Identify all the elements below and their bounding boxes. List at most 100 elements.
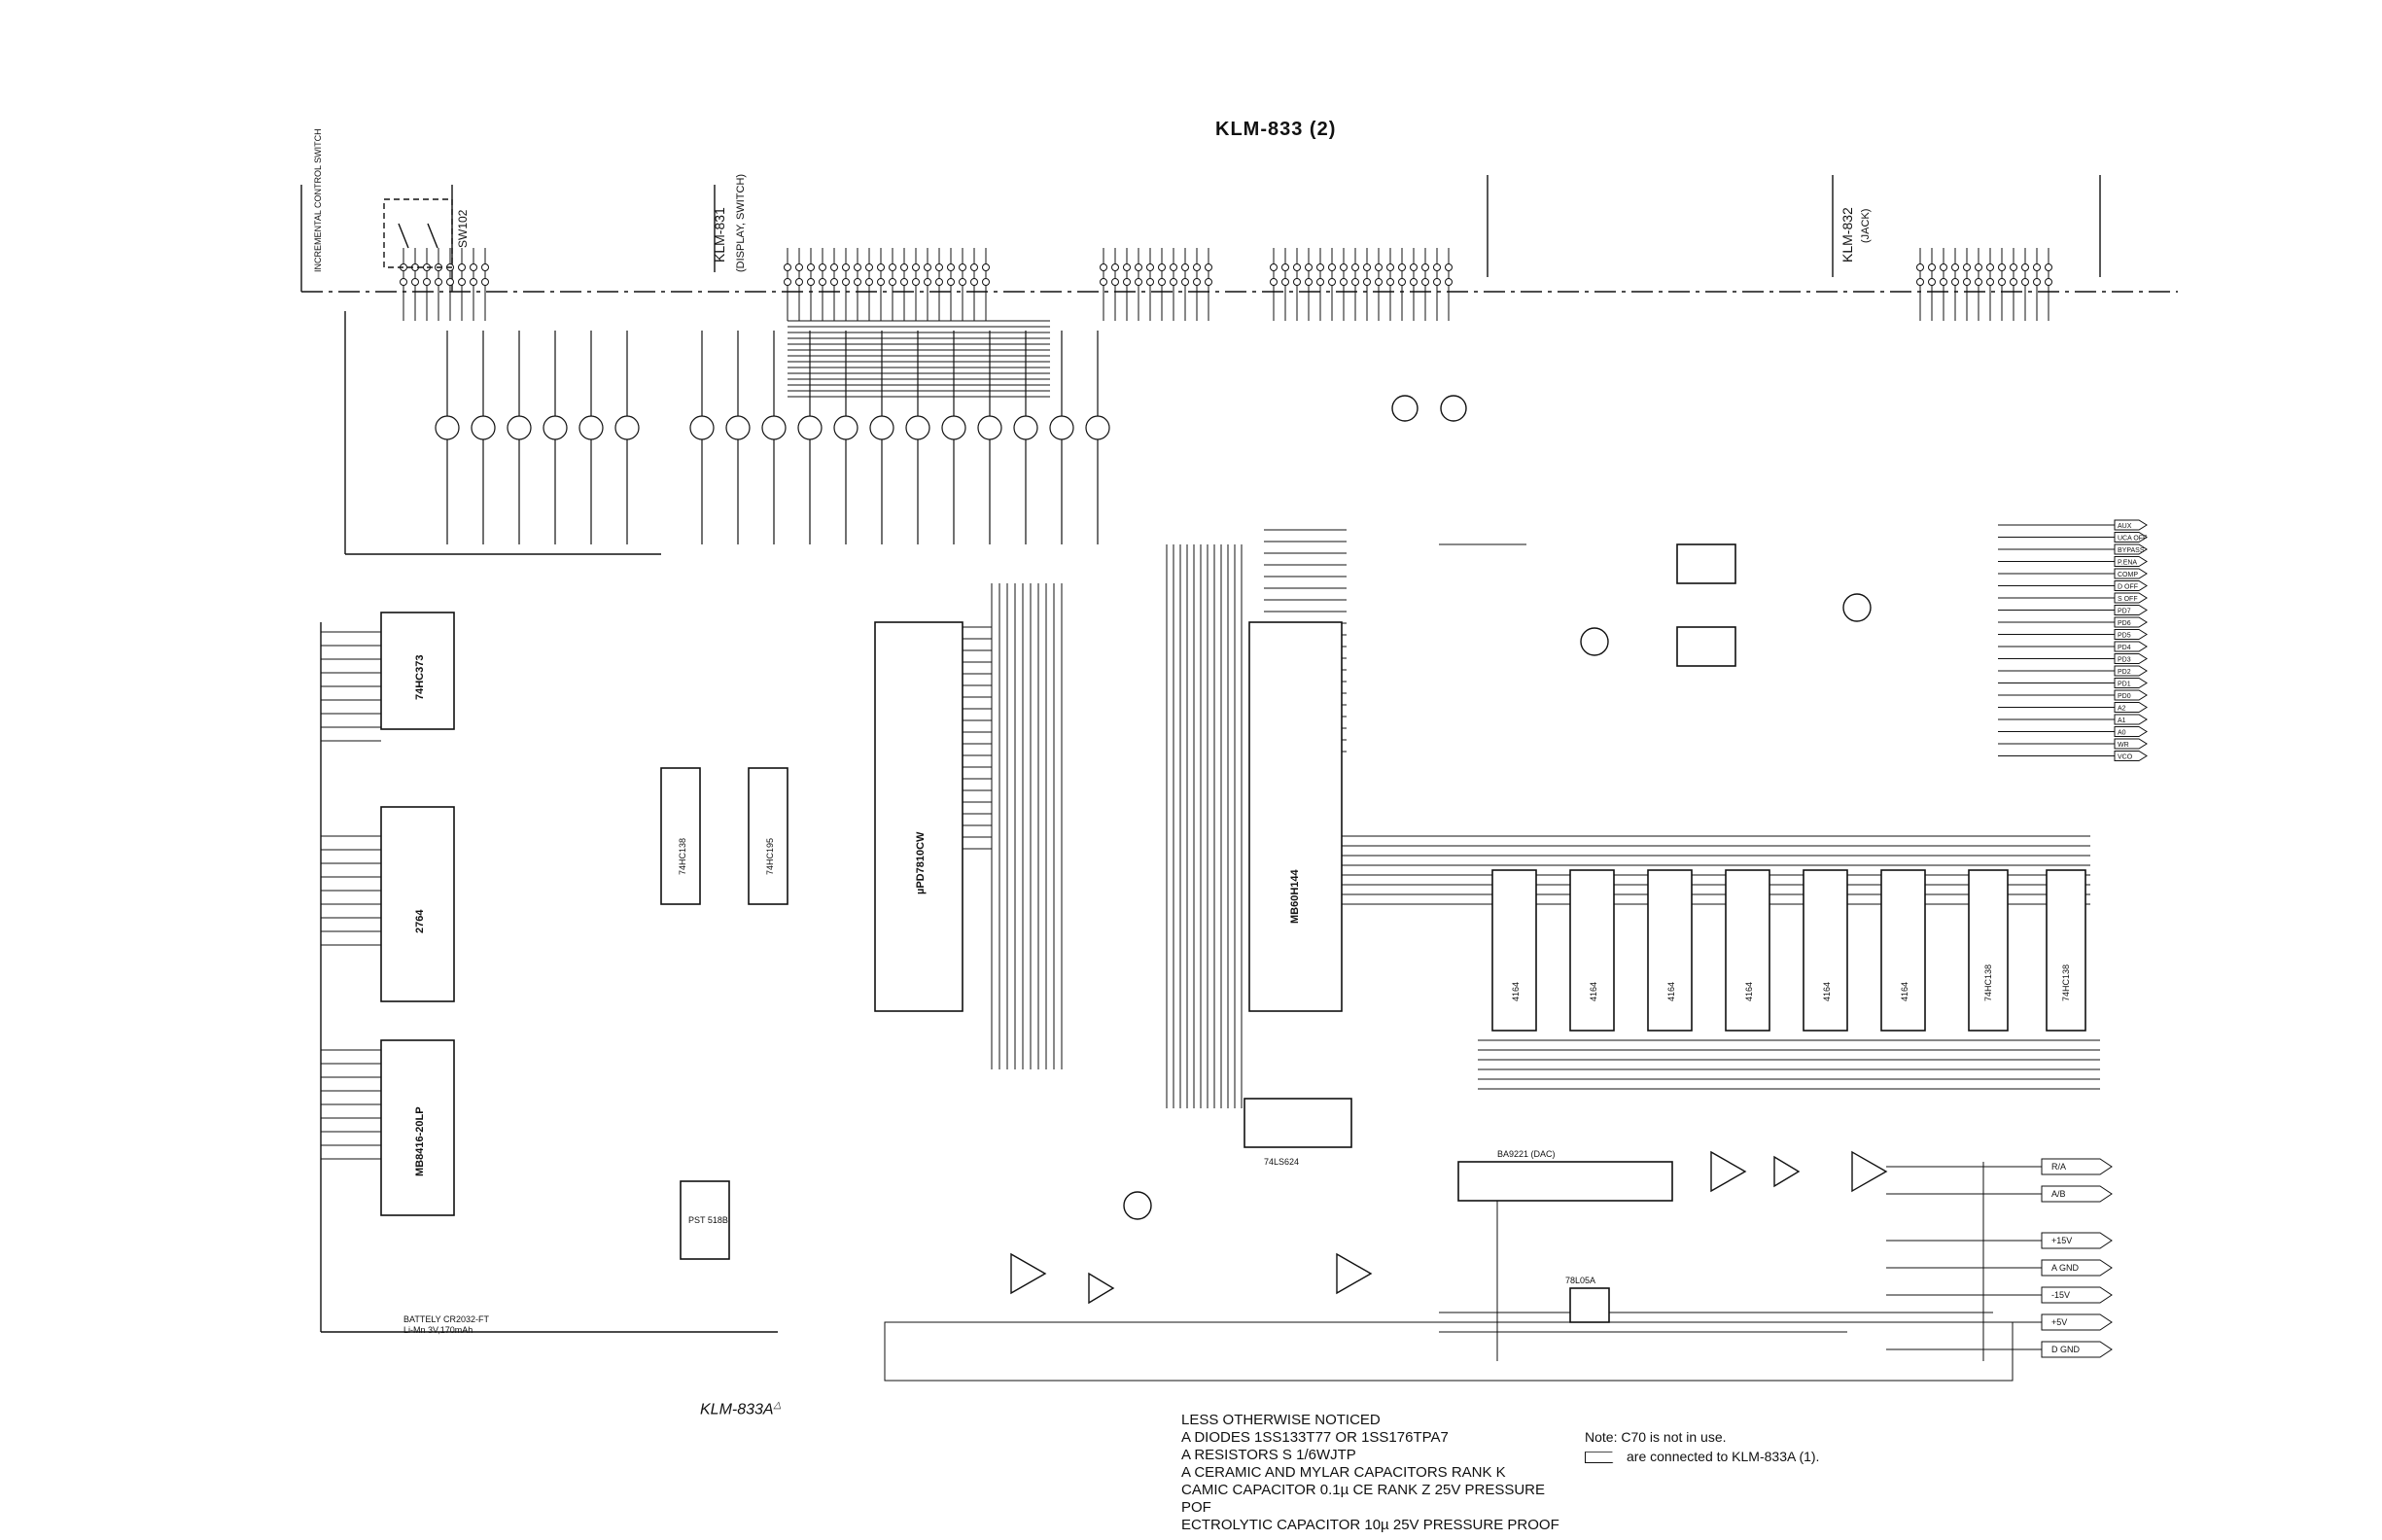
connector-pin [784, 263, 791, 271]
ic3-box [1968, 869, 2009, 1032]
q3-transistor [1440, 395, 1467, 422]
connector-pin [1421, 263, 1429, 271]
battery-name: BATTELY CR2032-FT [403, 1314, 490, 1324]
output-connector [2041, 1185, 2113, 1203]
connector-pin [1940, 263, 1947, 271]
transistor-symbol [905, 415, 930, 440]
connector-pin [947, 263, 955, 271]
connector-pin [2010, 263, 2017, 271]
ic2-box [2046, 869, 2086, 1032]
connector-pin [854, 263, 861, 271]
connector-pin [830, 263, 838, 271]
connector-pin [1170, 263, 1177, 271]
signal-label: PD4 [2118, 645, 2131, 651]
signal-label: PD3 [2118, 657, 2131, 664]
ic2-label: 74HC138 [2061, 964, 2071, 1001]
ic9-box [1647, 869, 1693, 1032]
signal-label: PD6 [2118, 620, 2131, 627]
ic3-label: 74HC138 [1983, 964, 1993, 1001]
ic11-box [1491, 869, 1537, 1032]
connector-pin [2021, 263, 2029, 271]
signal-connector [2114, 653, 2148, 664]
transistor-symbol [941, 415, 966, 440]
signal-connector [2114, 543, 2148, 555]
ic6-box [1725, 869, 1770, 1032]
connector-pin [912, 263, 920, 271]
signal-label: PD0 [2118, 693, 2131, 700]
transistor-symbol [435, 415, 460, 440]
ic15b-buffer [1088, 1272, 1115, 1305]
transistor-symbol [614, 415, 640, 440]
connector-pin [865, 263, 873, 271]
signal-label: PD1 [2118, 682, 2131, 688]
ic6-label: 4164 [1744, 982, 1754, 1001]
connector-pin [1293, 263, 1301, 271]
klm832-label: KLM-832 [1839, 207, 1855, 262]
ic24-box [680, 1180, 730, 1260]
transistor-symbol [1013, 415, 1038, 440]
transistor-symbol [869, 415, 894, 440]
ic16a-opamp [1710, 1150, 1747, 1193]
output-connector [2041, 1259, 2113, 1277]
ic5-box [1803, 869, 1848, 1032]
signal-connector [2114, 556, 2148, 567]
connector-pin [1328, 263, 1336, 271]
ic24-label: PST 518B [688, 1215, 728, 1225]
klm833a-reference-text: KLM-833A [700, 1401, 774, 1418]
connector-pin [970, 263, 978, 271]
q32-transistor [1123, 1191, 1152, 1220]
signal-connector [2114, 592, 2148, 604]
connector-pin [1181, 263, 1189, 271]
ic21-box [1244, 1098, 1352, 1148]
connector-pin [1158, 263, 1166, 271]
klm832-sub-label: (JACK) [1860, 209, 1872, 243]
q2-transistor [1580, 627, 1609, 656]
transistor-symbol [833, 415, 858, 440]
transistor-symbol [1085, 415, 1110, 440]
signal-connector [2114, 689, 2148, 701]
connector-pin [924, 263, 931, 271]
connector-pin [900, 263, 908, 271]
connector-pin [1375, 263, 1383, 271]
sw102-label: SW102 [456, 209, 470, 248]
notes-right: Note: C70 is not in use. are connected t… [1585, 1427, 1819, 1466]
signal-connector [2114, 726, 2148, 737]
ic25-label: 74HC138 [678, 838, 687, 875]
signal-label: A1 [2118, 718, 2126, 724]
ic10-label: 4164 [1589, 982, 1598, 1001]
connector-pin [1351, 263, 1359, 271]
connector-pin [1998, 263, 2006, 271]
klm833a-reference: KLM-833A△ [700, 1400, 781, 1418]
signal-label: A0 [2118, 730, 2126, 737]
output-connector [2041, 1158, 2113, 1175]
signal-connector [2114, 629, 2148, 640]
sw102-symbol [383, 198, 453, 268]
ic20-box [748, 767, 788, 905]
note-line: A CERAMIC AND MYLAR CAPACITORS RANK K [1181, 1464, 1506, 1481]
connector-pin [1986, 263, 1994, 271]
connector-pin [1928, 263, 1936, 271]
signal-label: PD5 [2118, 633, 2131, 640]
ic20-label: 74HC195 [765, 838, 775, 875]
signal-connector [2114, 702, 2148, 713]
transistor-symbol [977, 415, 1002, 440]
connector-pin [842, 263, 850, 271]
output-connector [2041, 1313, 2113, 1331]
ic4-box [1880, 869, 1926, 1032]
ic23-box [874, 621, 963, 1012]
signal-connector [2114, 616, 2148, 628]
signal-connector [2114, 568, 2148, 579]
ic28-label: 74HC373 [414, 655, 426, 700]
transistor-symbol [578, 415, 604, 440]
signal-label: PD2 [2118, 669, 2131, 676]
ic16b-opamp [1851, 1150, 1888, 1193]
output-label: D GND [2051, 1345, 2081, 1354]
connector-pin [1135, 263, 1142, 271]
connector-pin [470, 263, 477, 271]
output-label: -15V [2051, 1290, 2070, 1300]
signal-label: COMP [2118, 572, 2138, 578]
output-label: A GND [2051, 1263, 2080, 1273]
transistor-symbol [761, 415, 787, 440]
connector-arrow-icon [1585, 1452, 1619, 1464]
